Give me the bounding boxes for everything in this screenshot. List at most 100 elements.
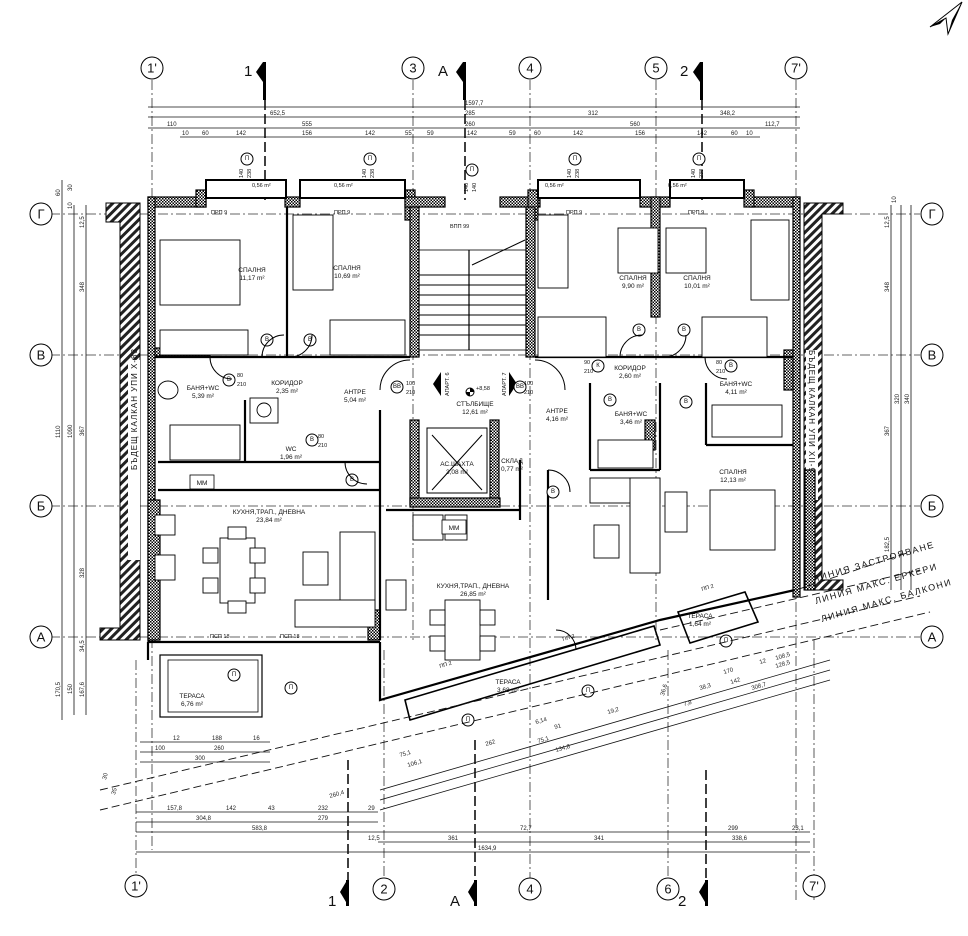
svg-text:В: В bbox=[682, 327, 686, 333]
tag-7: В bbox=[632, 323, 646, 337]
svg-text:1,64 m²: 1,64 m² bbox=[689, 621, 712, 628]
svg-text:СПАЛНЯ: СПАЛНЯ bbox=[333, 265, 361, 272]
svg-text:ЛИНИЯ ЗАСТРОЯВАНЕ: ЛИНИЯ ЗАСТРОЯВАНЕ bbox=[812, 540, 936, 584]
svg-text:23,1: 23,1 bbox=[792, 826, 804, 832]
svg-text:157,8: 157,8 bbox=[167, 806, 183, 812]
tag-23: П bbox=[719, 634, 733, 648]
svg-text:3: 3 bbox=[409, 61, 416, 76]
tag-10: ВВ bbox=[390, 380, 404, 394]
svg-text:12,61 m²: 12,61 m² bbox=[462, 409, 488, 416]
svg-text:10,01 m²: 10,01 m² bbox=[684, 283, 710, 290]
svg-text:2: 2 bbox=[380, 882, 387, 897]
svg-text:П: П bbox=[245, 156, 249, 162]
axis-bubble-bottom-1: 1' bbox=[124, 874, 148, 898]
svg-text:В: В bbox=[551, 489, 555, 495]
svg-text:В: В bbox=[265, 337, 269, 343]
svg-text:0,56 m²: 0,56 m² bbox=[334, 183, 353, 189]
room-bathroom-2: БАНЯ+WC3,46 m² bbox=[615, 411, 648, 426]
svg-text:134,8: 134,8 bbox=[555, 744, 572, 754]
svg-text:ПРП 9: ПРП 9 bbox=[566, 210, 582, 216]
window-areas: 0,56 m² 0,56 m² 0,56 m² 0,56 m² bbox=[252, 183, 687, 189]
svg-text:60: 60 bbox=[202, 131, 209, 137]
svg-text:ПСП 18: ПСП 18 bbox=[210, 634, 230, 640]
window-tags: ПРП 9 ПРП 9 ВПП 99 ПРП 9 ПРП 9 ПСП 18 ПС… bbox=[210, 210, 715, 670]
axis-bubble-left-A: А bbox=[29, 625, 53, 649]
svg-text:238: 238 bbox=[370, 169, 376, 178]
svg-text:188: 188 bbox=[212, 736, 223, 742]
svg-text:34,5: 34,5 bbox=[80, 640, 86, 652]
svg-text:0,56 m²: 0,56 m² bbox=[668, 183, 687, 189]
svg-text:ТЕРАСА: ТЕРАСА bbox=[687, 613, 713, 620]
svg-text:БАНЯ+WC: БАНЯ+WC bbox=[187, 385, 220, 392]
svg-text:260,4: 260,4 bbox=[329, 790, 346, 800]
svg-text:10,69 m²: 10,69 m² bbox=[334, 273, 360, 280]
svg-text:140: 140 bbox=[239, 169, 245, 178]
svg-text:285: 285 bbox=[465, 111, 476, 117]
svg-text:WC: WC bbox=[286, 446, 297, 453]
svg-text:560: 560 bbox=[630, 122, 641, 128]
svg-text:43: 43 bbox=[268, 806, 275, 812]
svg-text:348: 348 bbox=[80, 281, 86, 292]
tag-6: В bbox=[303, 333, 317, 347]
axis-bubble-bottom-4: 4 bbox=[518, 877, 542, 901]
svg-text:361: 361 bbox=[448, 836, 459, 842]
svg-text:12,13 m²: 12,13 m² bbox=[720, 477, 746, 484]
svg-text:Г: Г bbox=[37, 207, 44, 222]
tag-1: П bbox=[363, 152, 377, 166]
svg-text:55: 55 bbox=[405, 131, 412, 137]
svg-text:140: 140 bbox=[472, 183, 478, 192]
svg-text:В: В bbox=[37, 348, 46, 363]
svg-text:232: 232 bbox=[318, 806, 329, 812]
svg-text:П: П bbox=[724, 638, 728, 644]
dimension-chain-top: 1597,7 652,5 285 312 348,2 110 555 260 5… bbox=[148, 101, 800, 138]
svg-text:12: 12 bbox=[759, 658, 768, 666]
svg-text:П: П bbox=[368, 156, 372, 162]
svg-text:1: 1 bbox=[244, 63, 252, 80]
tag-8: В bbox=[677, 323, 691, 337]
svg-text:А: А bbox=[37, 630, 46, 645]
apartment-label-6: АПАРТ. 6 bbox=[433, 372, 451, 396]
svg-text:ПСП 18: ПСП 18 bbox=[280, 634, 300, 640]
svg-text:80: 80 bbox=[716, 360, 722, 366]
svg-text:КУХНЯ,ТРАП., ДНЕВНА: КУХНЯ,ТРАП., ДНЕВНА bbox=[437, 583, 510, 590]
svg-text:СПАЛНЯ: СПАЛНЯ bbox=[238, 267, 266, 274]
svg-text:341: 341 bbox=[594, 836, 605, 842]
svg-text:П: П bbox=[466, 717, 470, 723]
svg-text:170: 170 bbox=[723, 667, 735, 676]
svg-text:142: 142 bbox=[573, 131, 584, 137]
svg-text:0,56 m²: 0,56 m² bbox=[545, 183, 564, 189]
tag-16: В bbox=[603, 393, 617, 407]
svg-text:7': 7' bbox=[809, 879, 819, 894]
svg-text:2,35 m²: 2,35 m² bbox=[276, 388, 299, 395]
svg-text:ТЕРАСА: ТЕРАСА bbox=[495, 679, 521, 686]
svg-text:112,7: 112,7 bbox=[765, 122, 780, 128]
svg-text:10: 10 bbox=[68, 202, 74, 209]
door-dimensions: 140 238 140 238 140 140 140 238 140 238 … bbox=[237, 169, 725, 449]
svg-text:140: 140 bbox=[464, 183, 470, 192]
svg-text:Г: Г bbox=[928, 207, 935, 222]
svg-text:В: В bbox=[928, 348, 937, 363]
svg-text:ВВ: ВВ bbox=[393, 384, 401, 390]
misc-labels: ММ ММ bbox=[189, 474, 467, 535]
svg-text:КОРИДОР: КОРИДОР bbox=[614, 365, 646, 372]
axis-bubble-right-V: В bbox=[920, 343, 944, 367]
svg-text:238: 238 bbox=[575, 169, 581, 178]
axis-bubble-top-1: 1' bbox=[140, 56, 164, 80]
svg-text:П: П bbox=[697, 156, 701, 162]
svg-text:238: 238 bbox=[699, 169, 705, 178]
axis-bubble-top-7: 7' bbox=[784, 56, 808, 80]
svg-text:156: 156 bbox=[302, 131, 313, 137]
tag-4: П bbox=[692, 152, 706, 166]
svg-text:108,5: 108,5 bbox=[775, 652, 792, 662]
svg-text:Б: Б bbox=[928, 499, 937, 514]
svg-text:АНТРЕ: АНТРЕ bbox=[344, 389, 366, 396]
svg-text:ПРП 9: ПРП 9 bbox=[688, 210, 704, 216]
svg-text:В: В bbox=[684, 399, 688, 405]
svg-text:210: 210 bbox=[716, 369, 725, 375]
svg-text:300: 300 bbox=[195, 756, 206, 762]
